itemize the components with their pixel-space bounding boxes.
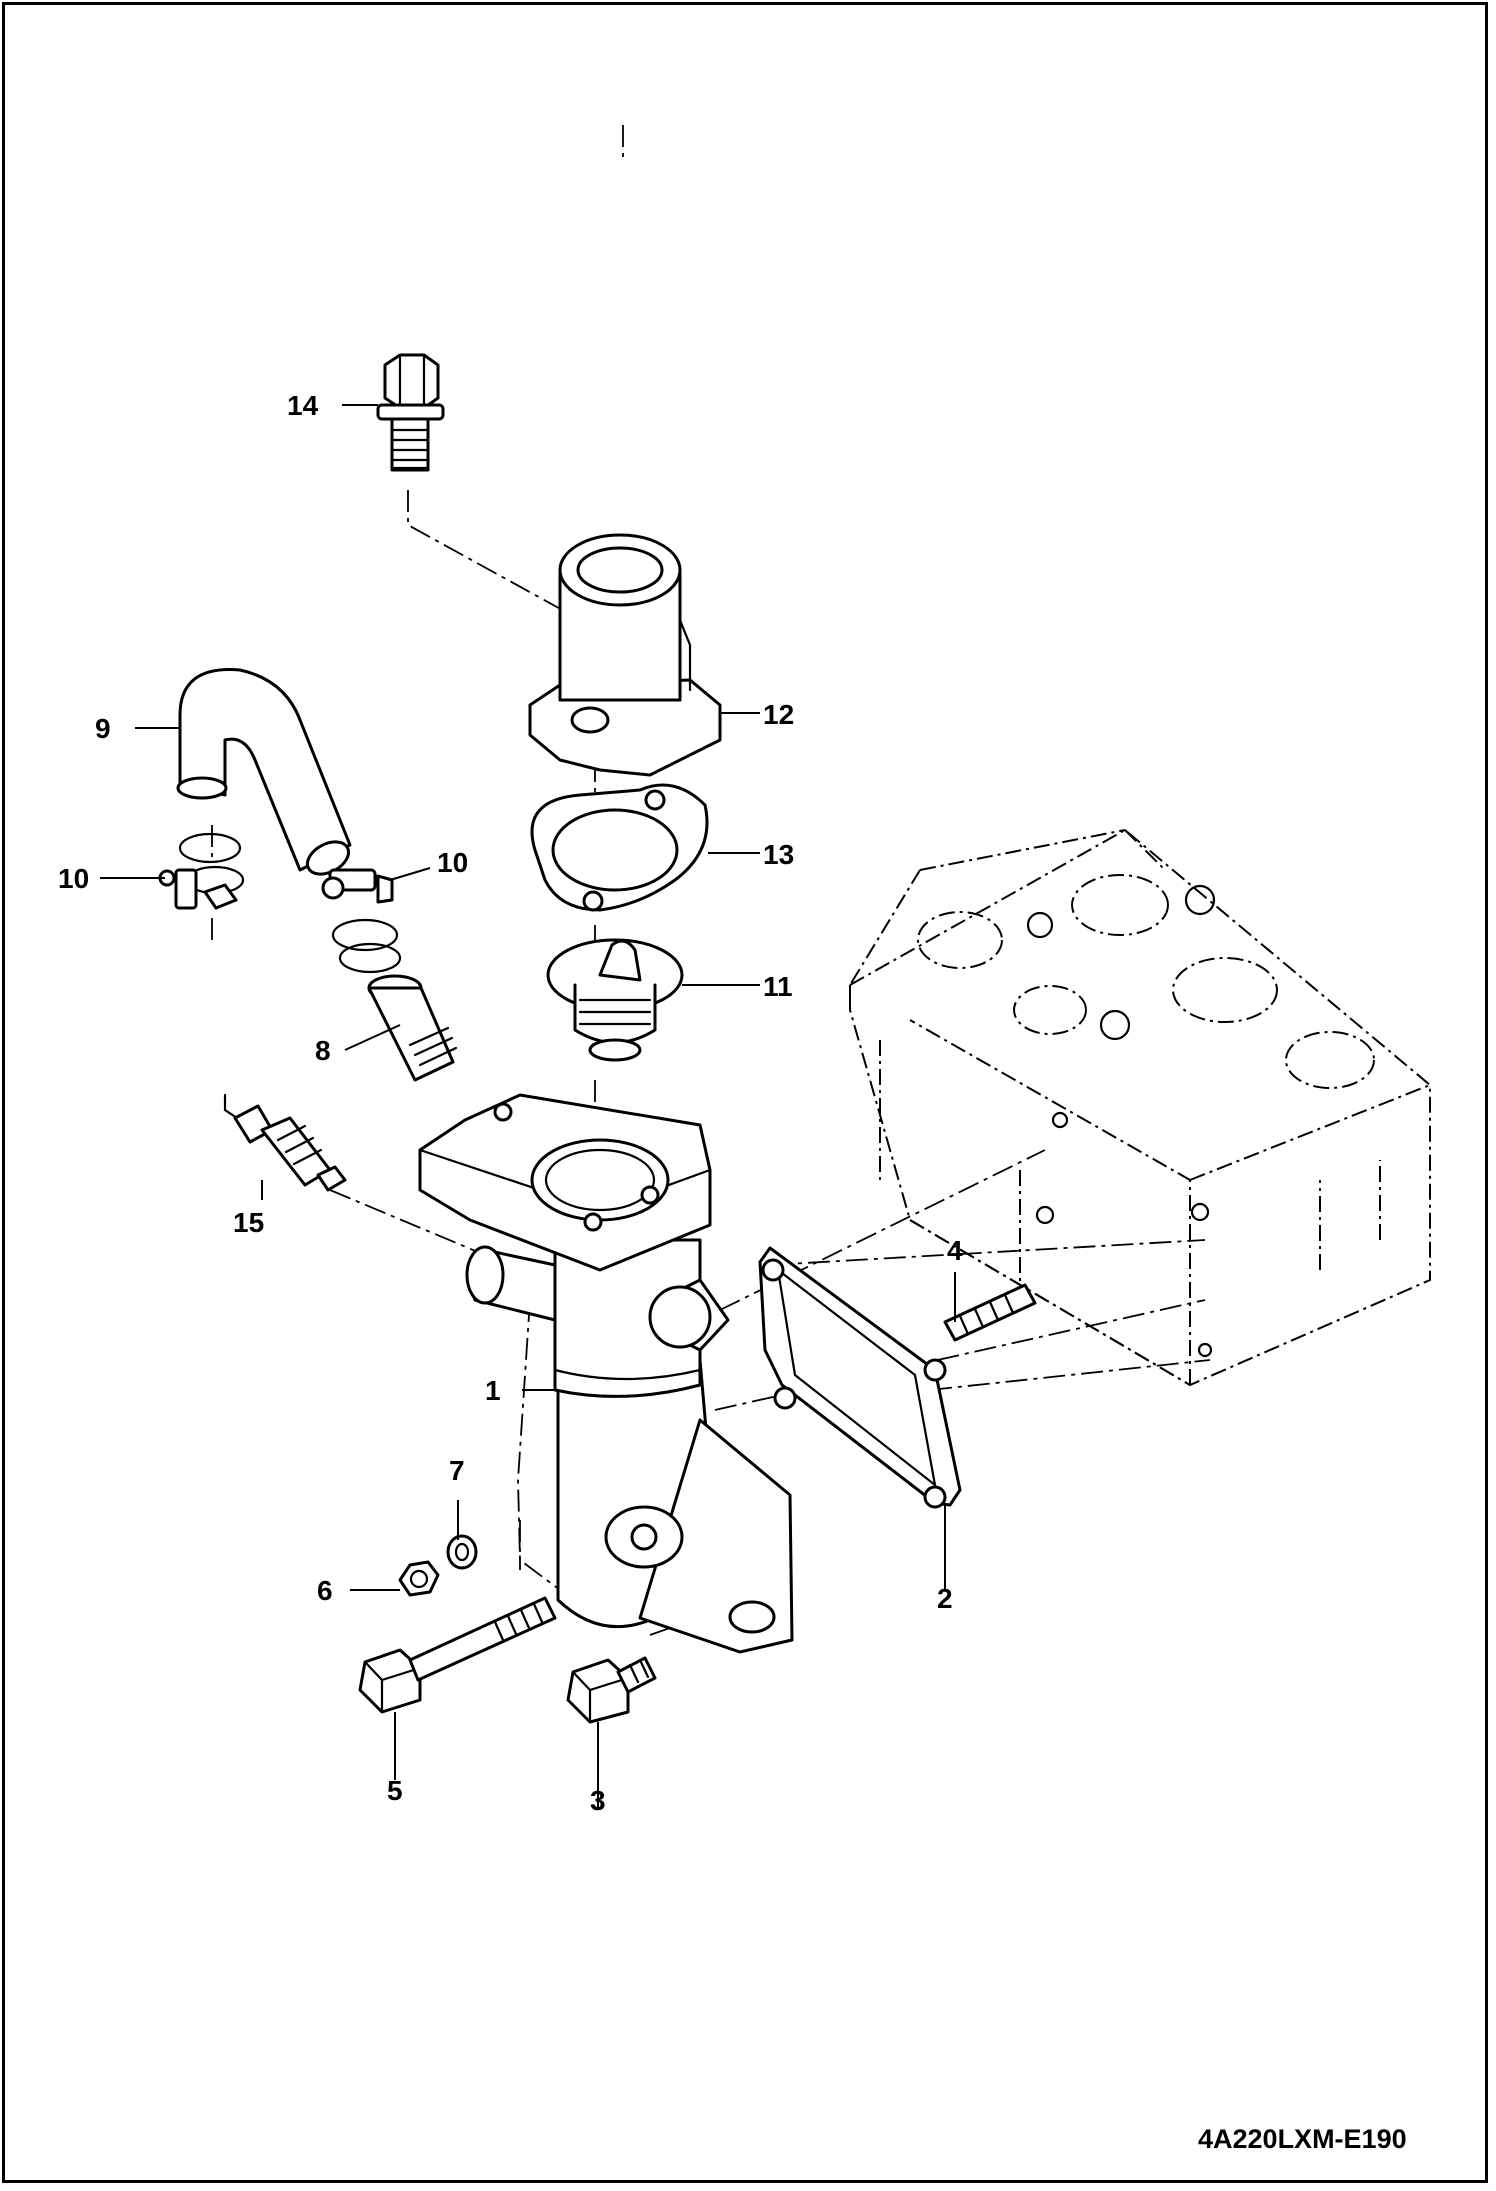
part-2-gasket: [758, 1246, 962, 1509]
part-9-bypass-hose: [176, 668, 352, 876]
callout-2: 2: [937, 1583, 953, 1614]
callout-10-left: 10: [58, 863, 89, 894]
part-10-hose-clip-right: [321, 868, 402, 974]
part-1-thermostat-case: [418, 1093, 794, 1654]
leader-lines: [100, 404, 956, 1810]
callout-11: 11: [763, 971, 793, 1002]
part-12-water-outlet: [528, 533, 722, 777]
part-10-hose-clip-left: [158, 832, 245, 910]
part-8-pipe: [367, 974, 458, 1082]
callout-4: 4: [947, 1235, 963, 1266]
part-5-bolt: [358, 1596, 557, 1714]
part-7-spring-washer: [446, 1534, 478, 1570]
part-11-thermostat: [546, 938, 684, 1062]
callout-3: 3: [590, 1785, 606, 1816]
callout-labels: 1 2 3 4 5 6 7 8 9 10 10 11 12 13 14 15: [58, 390, 963, 1816]
callout-5: 5: [387, 1775, 403, 1806]
callout-1: 1: [485, 1375, 501, 1406]
callout-6: 6: [317, 1575, 333, 1606]
part-3-bolt: [566, 1656, 657, 1724]
callout-12: 12: [763, 699, 794, 730]
drawing-code: 4A220LXM-E190: [1198, 2124, 1407, 2154]
part-14-bolt: [376, 353, 445, 472]
part-6-nut: [398, 1560, 440, 1597]
part-15-temperature-sensor: [223, 1093, 347, 1192]
callout-9: 9: [95, 713, 111, 744]
callout-14: 14: [287, 390, 319, 421]
cylinder-head-outline: [849, 828, 1431, 1387]
part-4-stud: [943, 1283, 1037, 1342]
callout-8: 8: [315, 1035, 331, 1066]
callout-7: 7: [449, 1455, 465, 1486]
callout-10-right: 10: [437, 847, 468, 878]
callout-15: 15: [233, 1207, 264, 1238]
callout-13: 13: [763, 839, 794, 870]
part-13-gasket: [530, 783, 709, 912]
